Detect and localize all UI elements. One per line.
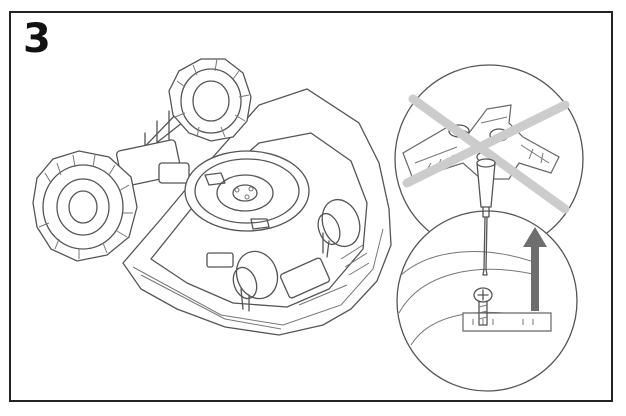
screw bbox=[473, 287, 493, 326]
front-caster-wheel-right bbox=[317, 198, 361, 258]
instruction-panel: 3 bbox=[9, 11, 613, 402]
screwdriver-icon bbox=[476, 158, 496, 276]
front-caster-wheel-left bbox=[232, 250, 279, 312]
illustration bbox=[32, 58, 584, 392]
step-number: 3 bbox=[23, 16, 51, 62]
cutting-disc bbox=[184, 150, 310, 232]
robotic-mower-underside-illustration bbox=[32, 58, 392, 336]
right-drive-wheel bbox=[168, 58, 252, 142]
magnified-screw-removal-detail bbox=[394, 64, 584, 392]
left-drive-wheel bbox=[32, 150, 138, 262]
up-arrow-icon bbox=[523, 227, 547, 311]
cross-out-mark bbox=[408, 94, 570, 214]
